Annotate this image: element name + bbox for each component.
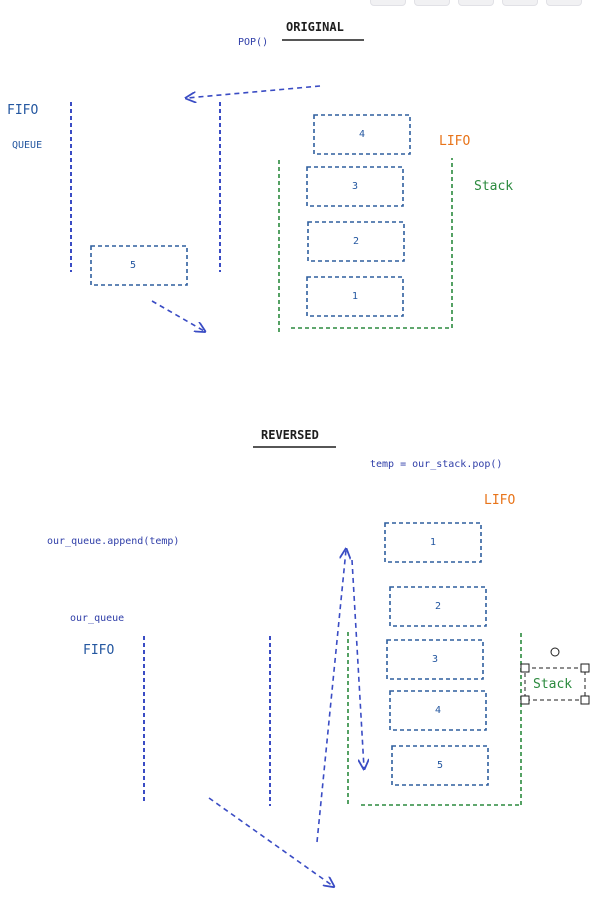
toolbar-button[interactable] (502, 0, 538, 6)
queue-exit-arrow[interactable] (208, 797, 333, 886)
pop-label[interactable]: POP() (238, 37, 269, 48)
stack-box-label: 1 (352, 291, 359, 302)
toolbar-button[interactable] (370, 0, 406, 6)
resize-handle[interactable] (580, 695, 590, 705)
stack-label[interactable]: Stack (474, 179, 514, 194)
original-heading[interactable]: ORIGINAL (286, 20, 344, 34)
stack-box[interactable] (313, 114, 411, 155)
queue-box[interactable] (90, 245, 188, 286)
stack-box-label: 5 (437, 760, 444, 771)
queue-label[interactable]: QUEUE (12, 140, 43, 151)
top-toolbar (366, 0, 608, 6)
stack-box-label: 2 (435, 601, 442, 612)
append-arrow[interactable] (316, 550, 346, 843)
stack-box[interactable] (389, 586, 487, 627)
our-queue-label[interactable]: our_queue (70, 613, 125, 624)
stack-box-label: 4 (359, 129, 366, 140)
pop-arrow[interactable] (187, 85, 321, 98)
stack-box[interactable] (389, 690, 487, 731)
rotate-handle[interactable] (550, 647, 560, 657)
queue-exit-arrow[interactable] (151, 300, 204, 331)
stack-box[interactable] (307, 221, 405, 262)
resize-handle[interactable] (580, 663, 590, 673)
lifo-label[interactable]: LIFO (484, 493, 516, 508)
stack-box-label: 1 (430, 537, 437, 548)
stack-box[interactable] (306, 166, 404, 207)
toolbar-button[interactable] (546, 0, 582, 6)
pop-code-label[interactable]: temp = our_stack.pop() (370, 459, 503, 470)
stack-box-label: 3 (432, 654, 439, 665)
pop-down-arrow[interactable] (351, 559, 364, 768)
append-code-label[interactable]: our_queue.append(temp) (47, 536, 180, 547)
stack-box-label: 3 (352, 181, 359, 192)
stack-box-label: 4 (435, 705, 442, 716)
stack-box[interactable] (391, 745, 489, 786)
stack-container[interactable] (278, 158, 453, 332)
stack-label[interactable]: Stack (533, 677, 573, 692)
stack-box[interactable] (384, 522, 482, 563)
stack-box[interactable] (306, 276, 404, 317)
stack-container[interactable] (347, 632, 522, 806)
selection-frame[interactable] (520, 647, 590, 705)
toolbar-button[interactable] (458, 0, 494, 6)
queue-box-label: 5 (130, 260, 137, 271)
fifo-label[interactable]: FIFO (7, 103, 39, 118)
stack-box[interactable] (386, 639, 484, 680)
toolbar-button[interactable] (414, 0, 450, 6)
resize-handle[interactable] (520, 695, 530, 705)
fifo-label[interactable]: FIFO (83, 643, 115, 658)
stack-box-label: 2 (353, 236, 360, 247)
reversed-heading[interactable]: REVERSED (261, 428, 319, 442)
lifo-label[interactable]: LIFO (439, 134, 471, 149)
resize-handle[interactable] (520, 663, 530, 673)
